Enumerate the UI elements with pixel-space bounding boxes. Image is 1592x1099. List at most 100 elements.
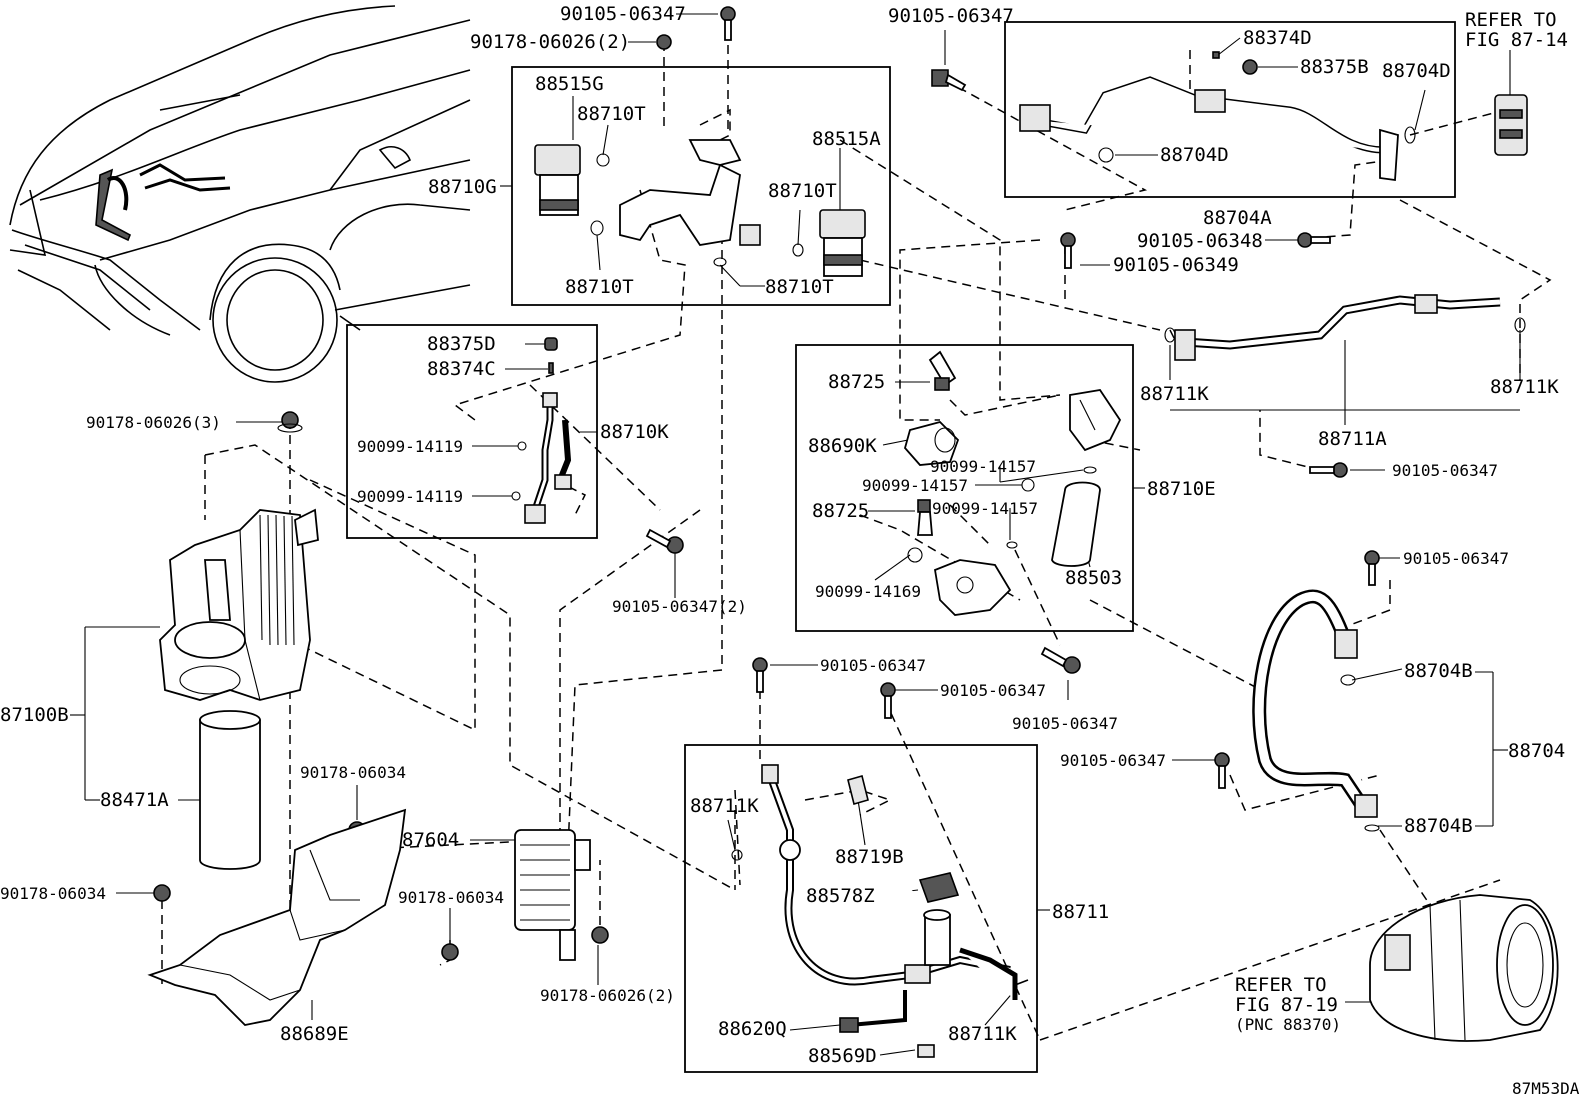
- oring-90099-14157-a: [1083, 466, 1097, 474]
- box-88710K-group: [346, 324, 598, 539]
- label-88711K-d: 88711K: [948, 1023, 1017, 1045]
- label-90178-06026-2-top: 90178-06026(2): [470, 31, 630, 53]
- box-88711-group: [684, 744, 1038, 1073]
- nut-90178-06034-b: [153, 884, 171, 902]
- label-88704: 88704: [1508, 740, 1565, 762]
- bracket-88689E: [147, 808, 407, 1026]
- label-88725-b: 88725: [812, 500, 869, 522]
- wire-88620Q: [839, 990, 907, 1033]
- part-labels: 90105-06347 90178-06026(2) 90105-06347 R…: [0, 3, 1580, 1098]
- label-90105-06347-r3: 90105-06347: [1060, 751, 1166, 770]
- label-88711: 88711: [1052, 901, 1109, 923]
- oring-90099-14157-b: [1021, 478, 1035, 492]
- bolt-90105-06349: [1060, 232, 1076, 269]
- label-88704B-a: 88704B: [1404, 660, 1473, 682]
- oring-88711K-c: [731, 849, 743, 861]
- label-88710T-d: 88710T: [765, 276, 834, 298]
- label-88690K: 88690K: [808, 435, 877, 457]
- label-88711K-a: 88711K: [1140, 383, 1209, 405]
- label-88375B: 88375B: [1300, 56, 1369, 78]
- solenoid-88515A: [819, 209, 866, 277]
- label-refer-87-14-2: FIG 87-14: [1465, 29, 1568, 51]
- label-88704A: 88704A: [1203, 207, 1272, 229]
- label-90105-06347-m1: 90105-06347: [820, 656, 926, 675]
- bolt-90105-06347-r3: [1214, 752, 1230, 789]
- switch-88725-a: [928, 350, 957, 391]
- label-88710G: 88710G: [428, 176, 497, 198]
- label-88374C: 88374C: [427, 358, 496, 380]
- label-refer-87-14-1: REFER TO: [1465, 9, 1557, 31]
- block-88710E: [933, 559, 1012, 616]
- label-88710T-a: 88710T: [577, 103, 646, 125]
- core-88374C: [548, 362, 554, 374]
- solenoid-88515G: [534, 144, 581, 216]
- label-88710T-b: 88710T: [768, 180, 837, 202]
- label-88704B-b: 88704B: [1404, 815, 1473, 837]
- clip-88569D: [917, 1044, 935, 1058]
- label-88704D-mid: 88704D: [1160, 144, 1229, 166]
- label-88374D: 88374D: [1243, 27, 1312, 49]
- oring-90099-14169: [907, 547, 923, 563]
- label-90105-06347-m3: 90105-06347: [1012, 714, 1118, 733]
- label-88710E: 88710E: [1147, 478, 1216, 500]
- hose-88711A: [1164, 294, 1526, 361]
- label-88704D-right: 88704D: [1382, 60, 1451, 82]
- label-90099-14119-a: 90099-14119: [357, 437, 463, 456]
- label-90178-06034-b: 90178-06034: [0, 884, 106, 903]
- label-90099-14119-b: 90099-14119: [357, 487, 463, 506]
- oring-90099-14157-c: [1006, 541, 1018, 549]
- label-88578Z: 88578Z: [806, 885, 875, 907]
- label-90099-14169: 90099-14169: [815, 582, 921, 601]
- label-refer-87-19-1: REFER TO: [1235, 974, 1327, 996]
- label-90099-14157-b: 90099-14157: [862, 476, 968, 495]
- label-87100B: 87100B: [0, 704, 69, 726]
- bolt-top-left-box: [931, 69, 967, 92]
- bolt-90105-06347-2: [645, 528, 684, 554]
- box-88704A-group: [1004, 21, 1456, 198]
- label-88515G: 88515G: [535, 73, 604, 95]
- label-88689E: 88689E: [280, 1023, 349, 1045]
- label-88711K-b: 88711K: [1490, 376, 1559, 398]
- label-90105-06348: 90105-06348: [1137, 230, 1263, 252]
- oring-90099-14119-a: [517, 441, 527, 451]
- bolt-top-center: [720, 6, 736, 41]
- label-90099-14157-c: 90099-14157: [932, 499, 1038, 518]
- label-90178-06034-c: 90178-06034: [398, 888, 504, 907]
- label-refer-87-19-2: FIG 87-19: [1235, 994, 1338, 1016]
- housing-87100B: [159, 508, 319, 701]
- switch-88725-b: [917, 499, 933, 536]
- oring-88704B-a: [1340, 674, 1356, 686]
- label-87604: 87604: [402, 829, 459, 851]
- oring-88710T-b: [792, 243, 804, 257]
- label-90105-06347-m2: 90105-06347: [940, 681, 1046, 700]
- label-90178-06026-3: 90178-06026(3): [86, 413, 221, 432]
- oring-88704B-b: [1364, 824, 1380, 832]
- label-refer-87-19-3: (PNC 88370): [1235, 1015, 1341, 1034]
- label-88620Q: 88620Q: [718, 1018, 787, 1040]
- nut-90178-06026-2-bot: [591, 926, 609, 944]
- label-88471A: 88471A: [100, 789, 169, 811]
- label-88711K-c: 88711K: [690, 795, 759, 817]
- compressor-ref: [1369, 894, 1559, 1042]
- oring-88710T-d: [713, 257, 727, 267]
- label-88375D: 88375D: [427, 333, 496, 355]
- hose-88704A: [1019, 51, 1416, 182]
- leader-lines: [70, 13, 1521, 1056]
- label-88719B: 88719B: [835, 846, 904, 868]
- oring-88710T-c: [590, 220, 604, 236]
- label-88725-a: 88725: [828, 371, 885, 393]
- cooler-87604: [514, 829, 591, 961]
- cushion-88690K: [904, 420, 960, 466]
- label-90105-06347-r2: 90105-06347: [1403, 549, 1509, 568]
- nut-top-center: [656, 34, 672, 50]
- vehicle-illustration: [9, 5, 471, 383]
- bolt-90105-06347-r2: [1364, 550, 1380, 586]
- hose-88704: [1252, 589, 1378, 818]
- label-88710T-c: 88710T: [565, 276, 634, 298]
- label-88503: 88503: [1065, 567, 1122, 589]
- nut-90178-06034-c: [441, 943, 459, 961]
- cushion-88578Z: [918, 872, 960, 903]
- oring-90099-14119-b: [511, 491, 521, 501]
- bolt-90105-06347-m3: [1040, 646, 1081, 674]
